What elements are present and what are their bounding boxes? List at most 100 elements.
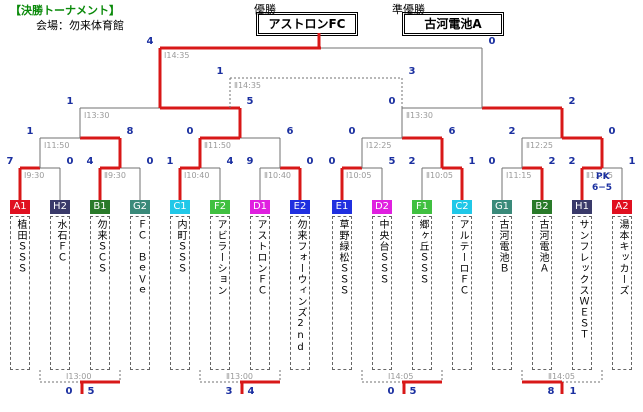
pk-score: 6−5 <box>592 183 613 193</box>
page-title: 【決勝トーナメント】 <box>10 4 120 17</box>
consolation-match-2-score-right: 4 <box>247 386 255 397</box>
qf-match-1-time: Ⅰ11:50 <box>44 141 70 150</box>
team-name: 勿来ＳＣＳ <box>90 216 110 370</box>
team-name: 草野緑松ＳＳＳ <box>332 216 352 370</box>
r1-match-6-score-right: 1 <box>468 156 476 167</box>
runnerup-box: 古河電池A <box>402 12 504 36</box>
champion-label: 優勝 <box>254 3 276 16</box>
consolation-match-4-score-right: 1 <box>569 386 577 397</box>
team-seed-badge: H1 <box>572 200 592 214</box>
qf-match-2-time: Ⅱ11:50 <box>204 141 231 150</box>
r1-match-7-score-left: 0 <box>488 156 496 167</box>
qf-match-3-score-left: 0 <box>348 126 356 137</box>
team-seed-badge: F2 <box>210 200 230 214</box>
r1-match-2-time: Ⅱ9:30 <box>104 171 126 180</box>
r1-match-8-time: Ⅱ11:15 <box>586 171 613 180</box>
third-place-match-time: Ⅱ14:35 <box>234 81 261 90</box>
consolation-match-3-score-left: 0 <box>387 386 395 397</box>
r1-match-2-score-right: 0 <box>146 156 154 167</box>
r1-match-3-time: Ⅰ10:40 <box>184 171 210 180</box>
qf-match-2-score-right: 6 <box>286 126 294 137</box>
qf-match-2-score-left: 0 <box>186 126 194 137</box>
r1-match-2-score-left: 4 <box>86 156 94 167</box>
sf-match-1-score-left: 1 <box>66 96 74 107</box>
r1-match-8-score-left: 2 <box>568 156 576 167</box>
r1-match-6-time: Ⅱ10:05 <box>426 171 453 180</box>
team-seed-badge: A1 <box>10 200 30 214</box>
pk-label: PK <box>596 172 610 182</box>
r1-match-7-time: Ⅰ11:15 <box>506 171 532 180</box>
qf-match-1-score-right: 8 <box>126 126 134 137</box>
team-seed-badge: H2 <box>50 200 70 214</box>
r1-match-5-score-right: 5 <box>388 156 396 167</box>
r1-match-4-time: Ⅱ10:40 <box>264 171 291 180</box>
consolation-match-3-score-right: 5 <box>409 386 417 397</box>
qf-match-4-score-left: 2 <box>508 126 516 137</box>
sf-match-2-time: Ⅱ13:30 <box>406 111 433 120</box>
consolation-match-1-score-right: 5 <box>87 386 95 397</box>
r1-match-4-score-left: 9 <box>246 156 254 167</box>
consolation-match-2-time: Ⅱ13:00 <box>226 372 253 381</box>
team-name: 勿来フォーウィンズ2nd <box>290 216 310 370</box>
venue-label: 会場：勿来体育館 <box>36 19 124 32</box>
r1-match-5-time: Ⅰ10:05 <box>346 171 372 180</box>
r1-match-5-score-left: 0 <box>328 156 336 167</box>
team-seed-badge: A2 <box>612 200 632 214</box>
team-name: 古河電池Ｂ <box>492 216 512 370</box>
team-name: アビラーション <box>210 216 230 370</box>
team-seed-badge: F1 <box>412 200 432 214</box>
consolation-match-2-score-left: 3 <box>225 386 233 397</box>
champion-box: アストロンFC <box>256 12 358 36</box>
team-name: 郷ヶ丘ＳＳＳ <box>412 216 432 370</box>
team-seed-badge: C1 <box>170 200 190 214</box>
qf-match-4-time: Ⅱ12:25 <box>526 141 553 150</box>
team-seed-badge: C2 <box>452 200 472 214</box>
r1-match-3-score-right: 4 <box>226 156 234 167</box>
qf-match-3-score-right: 6 <box>448 126 456 137</box>
team-name: ＦＣ ＢｅＶｅ <box>130 216 150 370</box>
r1-match-6-score-left: 2 <box>408 156 416 167</box>
third-place-match-score-left: 1 <box>216 66 224 77</box>
final-match-score-left: 4 <box>146 36 154 47</box>
r1-match-1-score-right: 0 <box>66 156 74 167</box>
team-seed-badge: E2 <box>290 200 310 214</box>
r1-match-8-score-right: 1 <box>628 156 636 167</box>
qf-match-3-time: Ⅰ12:25 <box>366 141 392 150</box>
sf-match-2-score-left: 0 <box>388 96 396 107</box>
sf-match-1-time: Ⅰ13:30 <box>84 111 110 120</box>
r1-match-3-score-left: 1 <box>166 156 174 167</box>
team-name: サンフレックスＷＥＳＴ <box>572 216 592 370</box>
consolation-match-1-time: Ⅰ13:00 <box>66 372 92 381</box>
r1-match-4-score-right: 0 <box>306 156 314 167</box>
qf-match-1-score-left: 1 <box>26 126 34 137</box>
team-seed-badge: B1 <box>90 200 110 214</box>
team-name: 水石ＦＣ <box>50 216 70 370</box>
consolation-match-4-score-left: 8 <box>547 386 555 397</box>
r1-match-7-score-right: 2 <box>548 156 556 167</box>
team-name: 植田ＳＳＳ <box>10 216 30 370</box>
team-seed-badge: D2 <box>372 200 392 214</box>
final-match-score-right: 0 <box>488 36 496 47</box>
team-seed-badge: E1 <box>332 200 352 214</box>
consolation-match-3-time: Ⅰ14:05 <box>388 372 414 381</box>
team-seed-badge: D1 <box>250 200 270 214</box>
team-name: 内町ＳＳＳ <box>170 216 190 370</box>
team-seed-badge: G1 <box>492 200 512 214</box>
sf-match-2-score-right: 2 <box>568 96 576 107</box>
team-name: アルテーロＦＣ <box>452 216 472 370</box>
team-name: 古河電池Ａ <box>532 216 552 370</box>
consolation-match-4-time: Ⅱ14:05 <box>548 372 575 381</box>
r1-match-1-score-left: 7 <box>6 156 14 167</box>
third-place-match-score-right: 3 <box>408 66 416 77</box>
team-name: 中央台ＳＳＳ <box>372 216 392 370</box>
runnerup-label: 準優勝 <box>392 3 425 16</box>
team-name: アストロンＦＣ <box>250 216 270 370</box>
qf-match-4-score-right: 0 <box>608 126 616 137</box>
team-name: 湯本キッカーズ <box>612 216 632 370</box>
team-seed-badge: G2 <box>130 200 150 214</box>
consolation-match-1-score-left: 0 <box>65 386 73 397</box>
r1-match-1-time: Ⅰ9:30 <box>24 171 45 180</box>
team-seed-badge: B2 <box>532 200 552 214</box>
